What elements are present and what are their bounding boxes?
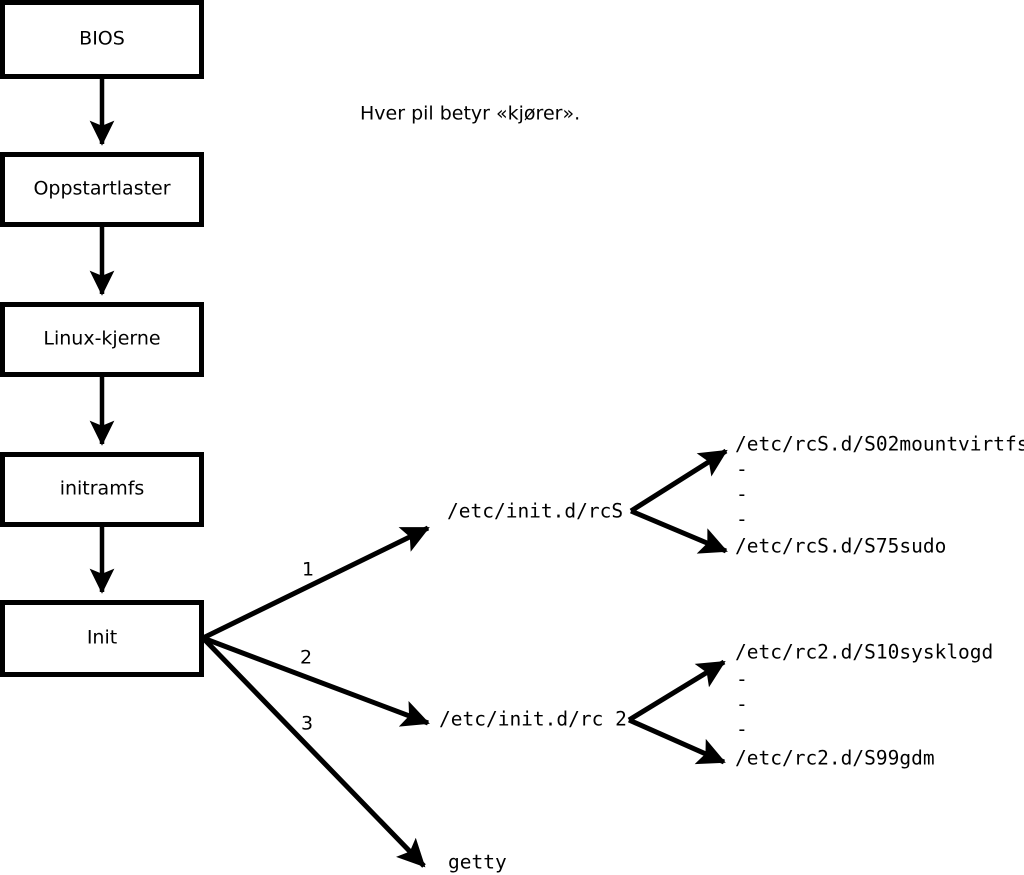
node-bios-label: BIOS	[79, 28, 125, 50]
label-rc2-first-script[interactable]: /etc/rc2.d/S10sysklogd	[735, 641, 993, 664]
boot-chain-group: BIOS Oppstartlaster Linux-kjerne initram…	[0, 0, 204, 677]
arrow-rcs-to-last	[630, 508, 728, 554]
branch-number-1: 1	[302, 559, 314, 581]
label-rcs-ellipsis-2: -	[736, 483, 748, 506]
node-initramfs-rect	[0, 452, 204, 527]
label-rcs-first-script[interactable]: /etc/rcS.d/S02mountvirtfs	[735, 433, 1024, 456]
node-bootloader-label: Oppstartlaster	[33, 178, 170, 200]
label-rc2-last-script[interactable]: /etc/rc2.d/S99gdm	[735, 747, 935, 770]
node-init[interactable]: Init	[0, 600, 204, 677]
arrow-rcs-to-first	[629, 448, 728, 514]
node-kernel-rect	[0, 302, 204, 377]
arrow-rc2-to-first	[627, 659, 726, 723]
node-kernel-label: Linux-kjerne	[43, 328, 160, 350]
label-rc2-script[interactable]: /etc/init.d/rc 2	[439, 708, 627, 731]
label-rcs-ellipsis-3: -	[736, 508, 748, 531]
label-rcs-script[interactable]: /etc/init.d/rcS	[447, 500, 623, 523]
label-rc2-ellipsis-2: -	[736, 693, 748, 716]
arrow-init-to-getty	[201, 636, 426, 868]
init-branch-numbers: 1 2 3	[300, 559, 314, 735]
node-bios-rect	[0, 0, 204, 79]
rc2-fanout-group: /etc/rc2.d/S10sysklogd - - - /etc/rc2.d/…	[627, 641, 993, 770]
label-rcs-ellipsis-1: -	[736, 458, 748, 481]
label-getty[interactable]: getty	[448, 851, 507, 874]
node-bootloader[interactable]: Oppstartlaster	[0, 152, 204, 227]
node-initramfs-label: initramfs	[60, 478, 145, 500]
node-kernel[interactable]: Linux-kjerne	[0, 302, 204, 377]
arrow-init-to-rcs	[201, 525, 430, 641]
init-branch-labels: /etc/init.d/rcS /etc/init.d/rc 2 getty	[439, 500, 627, 874]
init-fanout-arrows	[201, 525, 430, 868]
rcs-fanout-group: /etc/rcS.d/S02mountvirtfs - - - /etc/rcS…	[629, 433, 1024, 558]
label-rc2-ellipsis-3: -	[736, 718, 748, 741]
label-rcs-last-script[interactable]: /etc/rcS.d/S75sudo	[735, 535, 946, 558]
node-bios[interactable]: BIOS	[0, 0, 204, 79]
branch-number-3: 3	[301, 713, 313, 735]
branch-number-2: 2	[300, 647, 312, 669]
node-bootloader-rect	[0, 152, 204, 227]
label-rc2-ellipsis-1: -	[736, 668, 748, 691]
arrow-rc2-to-last	[627, 717, 726, 765]
node-init-label: Init	[87, 627, 117, 649]
node-initramfs[interactable]: initramfs	[0, 452, 204, 527]
node-init-rect	[0, 600, 204, 677]
diagram-caption: Hver pil betyr «kjører».	[360, 103, 580, 125]
arrow-init-to-rc2	[202, 635, 430, 727]
